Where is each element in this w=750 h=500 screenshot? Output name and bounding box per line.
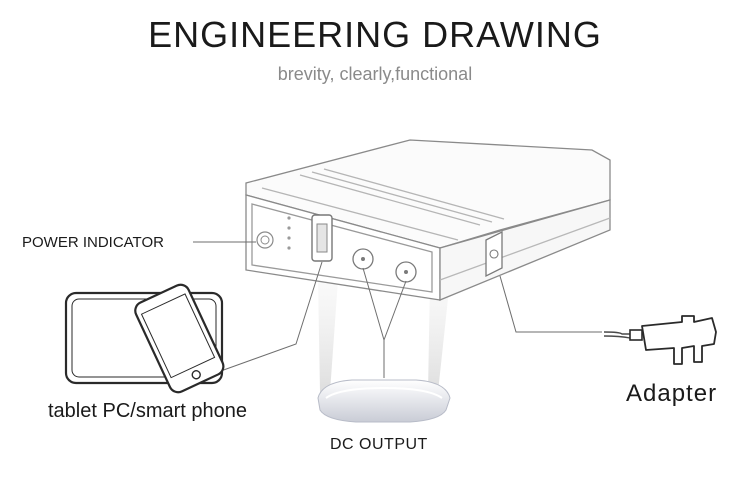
adapter-icon [603, 315, 717, 365]
dc-input-port [485, 230, 503, 278]
dc-port-left [352, 248, 374, 270]
dc-port-right [395, 261, 417, 283]
page-title: ENGINEERING DRAWING [148, 14, 602, 55]
power-indicator-label: POWER INDICATOR [22, 234, 164, 251]
smartphone-icon [134, 283, 225, 394]
dc-output-label: DC OUTPUT [330, 436, 428, 453]
power-bank-device [245, 139, 611, 301]
battery-led-dots [287, 216, 291, 250]
power-indicator-button [256, 231, 274, 249]
dc-output-icon [317, 379, 451, 423]
page-subtitle: brevity, clearly,functional [277, 64, 473, 84]
usb-port [311, 214, 333, 262]
tablet-phone-label: tablet PC/smart phone [48, 400, 247, 422]
output-light-beams [318, 280, 450, 392]
adapter-label: Adapter [626, 380, 718, 407]
leader-lines [193, 241, 602, 378]
